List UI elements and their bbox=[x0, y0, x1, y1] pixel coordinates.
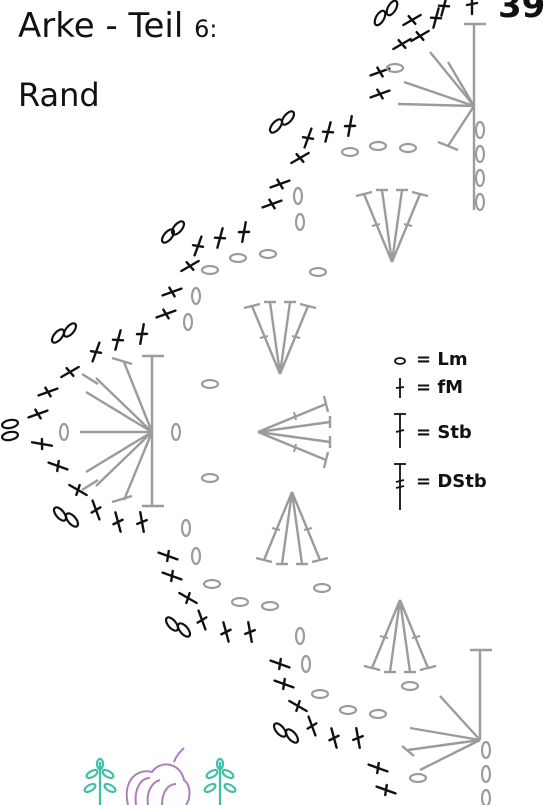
top-right-star-cluster bbox=[397, 22, 486, 210]
legend-symbols bbox=[394, 357, 406, 510]
page-title: Arke - Teil 6: bbox=[18, 6, 218, 46]
legend-treble-crochet-icon bbox=[394, 463, 406, 510]
legend-treble-crochet-label: = DStb bbox=[416, 471, 487, 492]
legend-single-crochet-icon bbox=[395, 378, 405, 398]
yarn-logo bbox=[83, 747, 237, 805]
legend-chain-label: = Lm bbox=[416, 349, 468, 370]
legend-single-crochet-label: = fM bbox=[416, 377, 464, 398]
legend-chain-icon bbox=[394, 357, 406, 365]
bottom-right-star-cluster bbox=[401, 648, 492, 772]
right-leaf-icon bbox=[203, 757, 237, 805]
legend-double-crochet-label: = Stb bbox=[416, 422, 472, 443]
stitch-fans bbox=[242, 188, 438, 674]
title-text: Arke - Teil bbox=[18, 6, 195, 46]
yarn-ball-icon bbox=[125, 747, 191, 805]
left-leaf-icon bbox=[83, 757, 117, 805]
page-number: 39 bbox=[498, 0, 546, 26]
outer-edging bbox=[0, 0, 479, 800]
page-subtitle: Rand bbox=[18, 76, 100, 114]
title-number: 6: bbox=[194, 15, 218, 43]
legend-double-crochet-icon bbox=[394, 413, 406, 448]
left-star-cluster bbox=[80, 354, 164, 508]
